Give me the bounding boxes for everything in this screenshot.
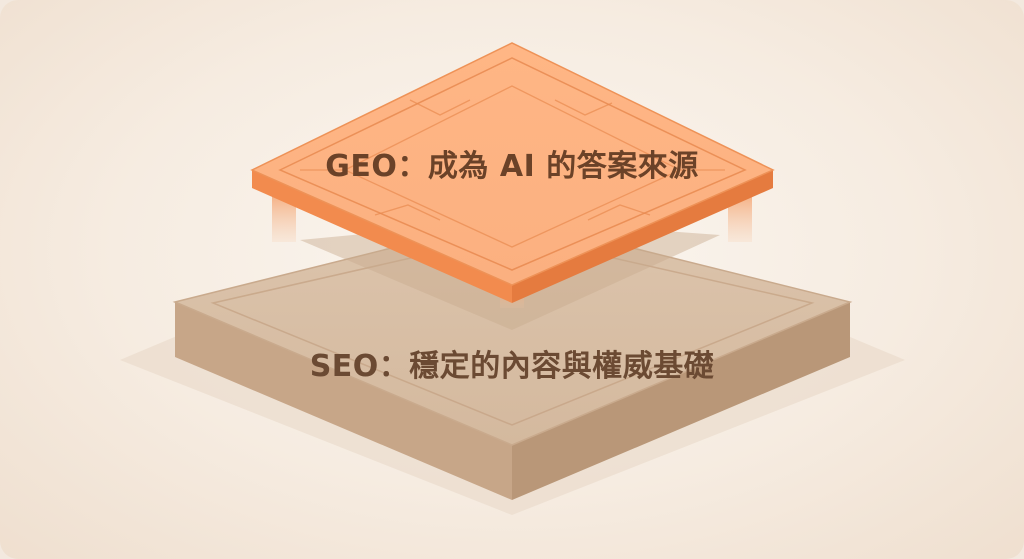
- geo-slab: [250, 42, 775, 303]
- geo-slab-left-face: [252, 170, 512, 303]
- geo-layer-label: GEO：成為 AI 的答案來源: [325, 149, 699, 184]
- seo-slab-right-face: [512, 302, 850, 500]
- geo-slab-top-face: [250, 42, 775, 286]
- geo-slab-right-face: [512, 170, 773, 303]
- seo-layer-label: SEO：穩定的內容與權威基礎: [309, 349, 715, 384]
- seo-slab-left-face: [175, 302, 512, 500]
- geo-slab-inner-border: [278, 57, 747, 271]
- geo-slab-circuit-lines: [300, 99, 725, 221]
